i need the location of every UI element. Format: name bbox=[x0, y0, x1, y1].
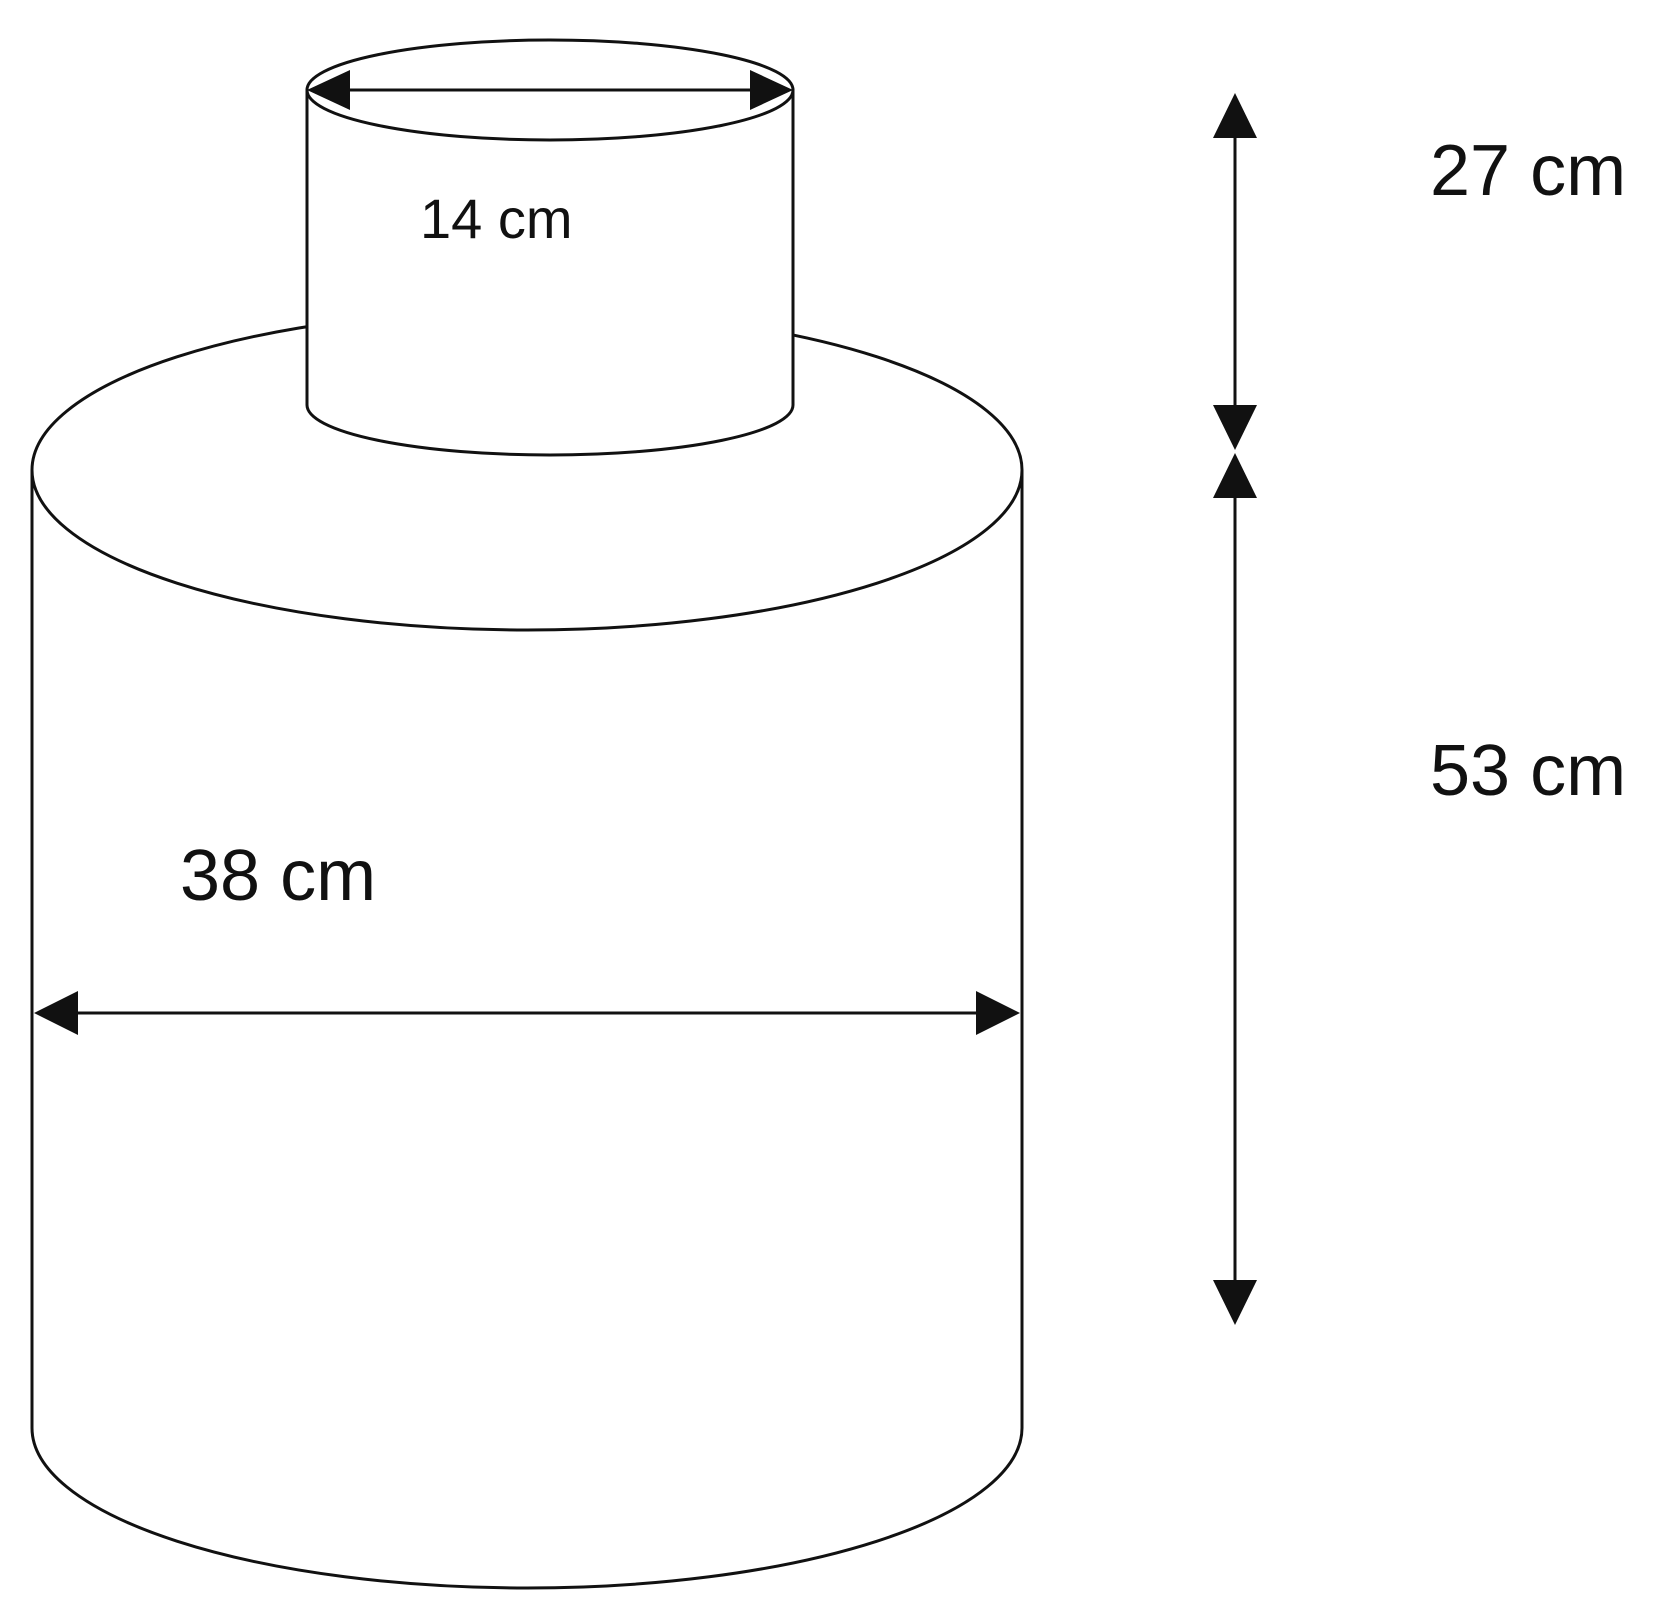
large-cylinder-side bbox=[30, 470, 1024, 1590]
top-diameter-arrow bbox=[307, 70, 793, 110]
top-height-label: 27 cm bbox=[1430, 131, 1626, 211]
bottom-diameter-label: 38 cm bbox=[180, 836, 376, 916]
bottom-height-arrow bbox=[1213, 453, 1257, 1325]
bottom-height-label: 53 cm bbox=[1430, 731, 1626, 811]
top-diameter-label: 14 cm bbox=[420, 187, 573, 250]
top-height-arrow bbox=[1213, 93, 1257, 450]
small-cylinder-body bbox=[305, 88, 795, 457]
bottom-diameter-arrow bbox=[34, 991, 1020, 1035]
